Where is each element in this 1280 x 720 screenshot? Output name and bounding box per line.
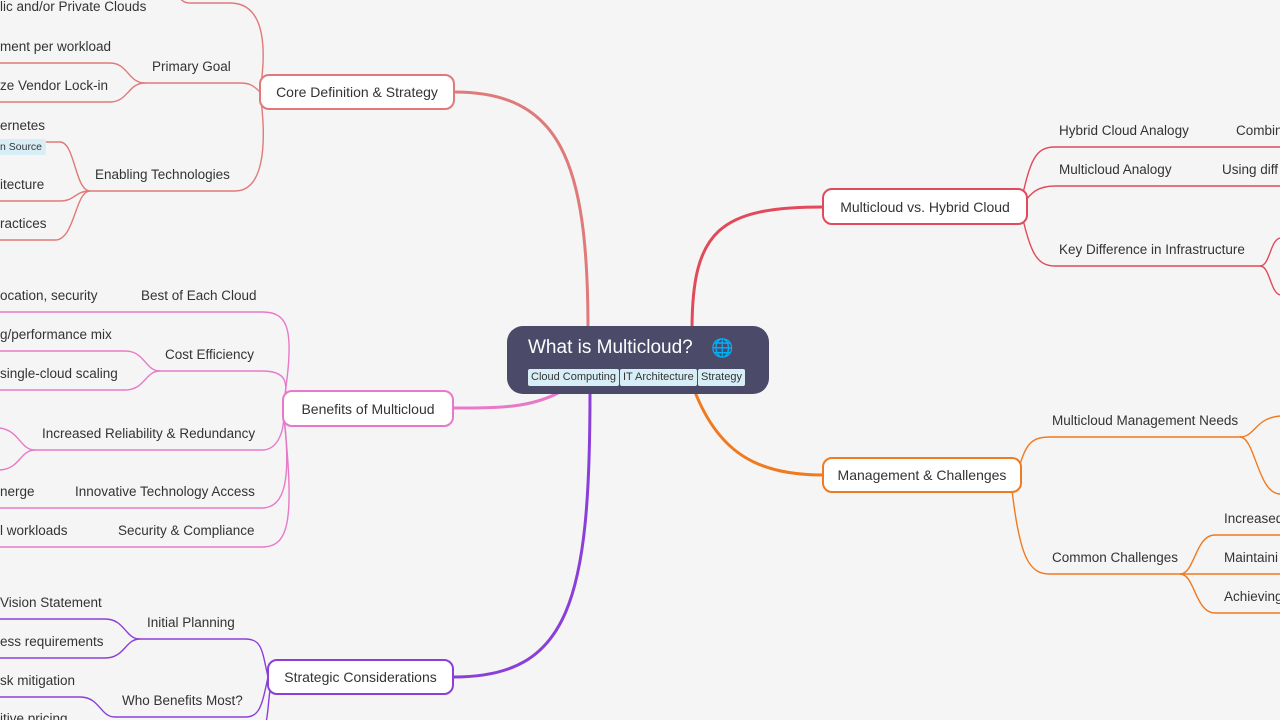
node-clouds[interactable]: lic and/or Private Clouds	[0, 0, 147, 14]
node-vision-statement[interactable]: Vision Statement	[0, 595, 102, 610]
tag-strategy: Strategy	[698, 369, 745, 386]
node-security-compliance[interactable]: Security & Compliance	[118, 523, 255, 538]
node-enabling-technologies[interactable]: Enabling Technologies	[95, 167, 230, 182]
globe-icon: 🌐	[711, 338, 734, 358]
node-location-security[interactable]: ocation, security	[0, 288, 98, 303]
node-hybrid-analogy[interactable]: Hybrid Cloud Analogy	[1059, 123, 1189, 138]
node-single-cloud-scaling[interactable]: single-cloud scaling	[0, 366, 118, 381]
node-reliability[interactable]: Increased Reliability & Redundancy	[42, 426, 256, 441]
root-title: What is Multicloud?	[528, 337, 693, 358]
node-combin[interactable]: Combin	[1236, 123, 1280, 138]
node-workload[interactable]: ment per workload	[0, 39, 112, 54]
node-common-challenges[interactable]: Common Challenges	[1052, 550, 1179, 565]
node-innovative-technology[interactable]: Innovative Technology Access	[75, 484, 255, 499]
tag-open-source: n Source	[0, 139, 47, 155]
node-who-benefits[interactable]: Who Benefits Most?	[122, 693, 243, 708]
node-risk-mitigation[interactable]: sk mitigation	[0, 673, 76, 688]
root-node[interactable]: What is Multicloud? 🌐 Cloud Computing IT…	[507, 326, 769, 394]
branch-core-definition[interactable]: Core Definition & Strategy	[259, 74, 455, 110]
node-competitive-pricing[interactable]: itive pricing	[0, 711, 68, 720]
branch-management[interactable]: Management & Challenges	[822, 457, 1022, 493]
branch-benefits[interactable]: Benefits of Multicloud	[282, 390, 454, 427]
branch-hybrid[interactable]: Multicloud vs. Hybrid Cloud	[822, 188, 1028, 225]
node-initial-planning[interactable]: Initial Planning	[147, 615, 235, 630]
node-management-needs[interactable]: Multicloud Management Needs	[1052, 413, 1239, 428]
node-multicloud-analogy[interactable]: Multicloud Analogy	[1059, 162, 1172, 177]
node-using-diff[interactable]: Using diff	[1222, 162, 1279, 177]
node-maintaining[interactable]: Maintaini	[1224, 550, 1279, 565]
branch-strategic[interactable]: Strategic Considerations	[267, 659, 454, 695]
node-achieving[interactable]: Achieving	[1224, 589, 1280, 604]
node-increased[interactable]: Increased	[1224, 511, 1280, 526]
node-primary-goal[interactable]: Primary Goal	[152, 59, 231, 74]
node-workloads[interactable]: l workloads	[0, 523, 68, 538]
node-cost-efficiency[interactable]: Cost Efficiency	[165, 347, 255, 362]
node-vendor-lockin[interactable]: ze Vendor Lock-in	[0, 78, 109, 93]
node-performance-mix[interactable]: g/performance mix	[0, 327, 112, 342]
node-best-of-each-cloud[interactable]: Best of Each Cloud	[141, 288, 257, 303]
node-practices[interactable]: ractices	[0, 216, 47, 231]
node-architecture[interactable]: itecture	[0, 177, 45, 192]
node-kubernetes[interactable]: ernetes	[0, 118, 46, 133]
node-emerge[interactable]: nerge	[0, 484, 35, 499]
tag-it-architecture: IT Architecture	[620, 369, 697, 386]
node-business-requirements[interactable]: ess requirements	[0, 634, 104, 649]
node-key-difference[interactable]: Key Difference in Infrastructure	[1059, 242, 1245, 257]
tag-cloud-computing: Cloud Computing	[528, 369, 619, 386]
